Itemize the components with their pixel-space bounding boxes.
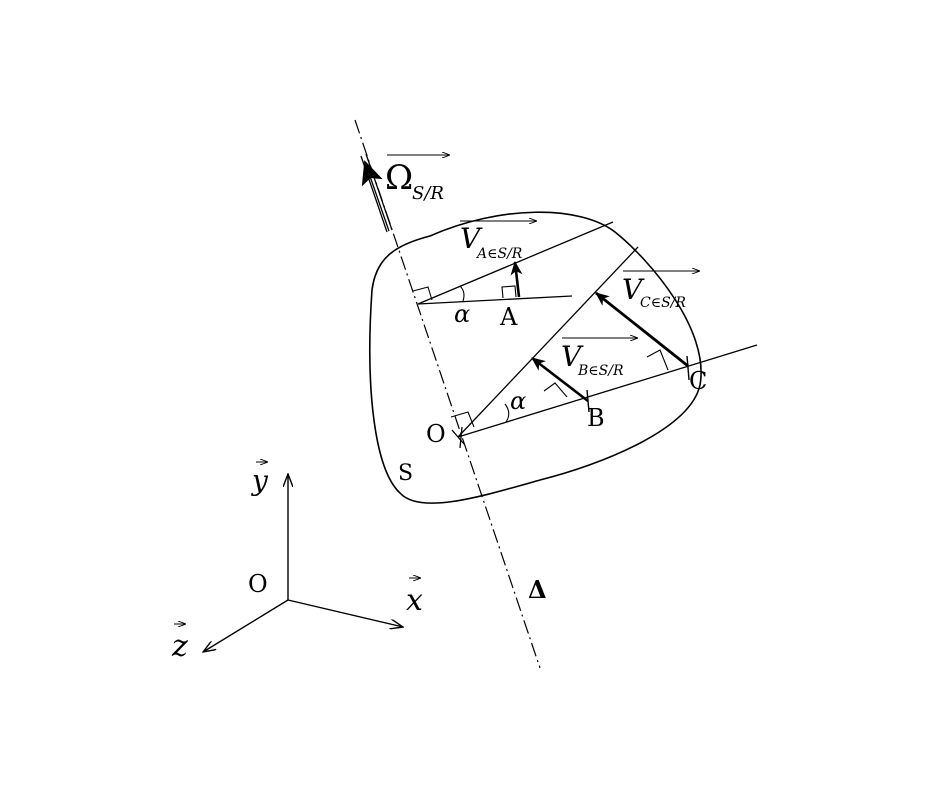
velocity-c-vector xyxy=(595,291,689,368)
point-c-label: C xyxy=(689,367,707,395)
line-o-diagonal xyxy=(457,246,639,438)
axis-delta-label: Δ xyxy=(528,575,547,604)
va-subscript: A∈S/R xyxy=(475,246,523,262)
point-a-label: A xyxy=(499,303,518,331)
right-angle-axis-a xyxy=(412,286,433,301)
point-o-label: O xyxy=(426,420,446,448)
frame-x-axis xyxy=(287,599,403,627)
point-c-marker xyxy=(686,355,690,381)
omega-vector xyxy=(360,153,393,233)
frame-origin-label: O xyxy=(248,570,268,598)
frame-x-label: x xyxy=(406,583,423,618)
vb-label: V xyxy=(561,340,584,373)
frame-z-axis xyxy=(203,599,289,652)
line-a-radius xyxy=(417,295,573,305)
velocity-b-vector xyxy=(531,356,589,403)
alpha-arc-bottom xyxy=(504,403,510,423)
point-o-marker xyxy=(451,426,465,449)
alpha-bottom-label: α xyxy=(510,387,526,415)
alpha-top-label: α xyxy=(454,300,470,328)
point-b-marker xyxy=(586,389,590,413)
frame-z-label: z xyxy=(171,629,188,664)
vc-subscript: C∈S/R xyxy=(640,295,686,311)
velocity-a-vector xyxy=(510,261,523,298)
alpha-arc-top xyxy=(459,285,465,302)
frame-y-label: y xyxy=(250,464,269,497)
omega-label: Ω xyxy=(385,158,413,198)
omega-subscript: S/R xyxy=(412,183,444,204)
vb-subscript: B∈S/R xyxy=(577,363,624,379)
va-label: V xyxy=(460,222,483,255)
right-angle-a xyxy=(501,285,517,299)
right-angle-c xyxy=(646,349,669,371)
right-angle-b xyxy=(543,382,568,398)
line-obc xyxy=(457,344,758,438)
solid-outline xyxy=(369,211,702,504)
reference-frame xyxy=(203,474,403,652)
vc-label: V xyxy=(622,273,645,306)
solid-label: S xyxy=(398,461,413,486)
right-angle-o xyxy=(450,411,475,428)
point-b-label: B xyxy=(587,404,605,432)
